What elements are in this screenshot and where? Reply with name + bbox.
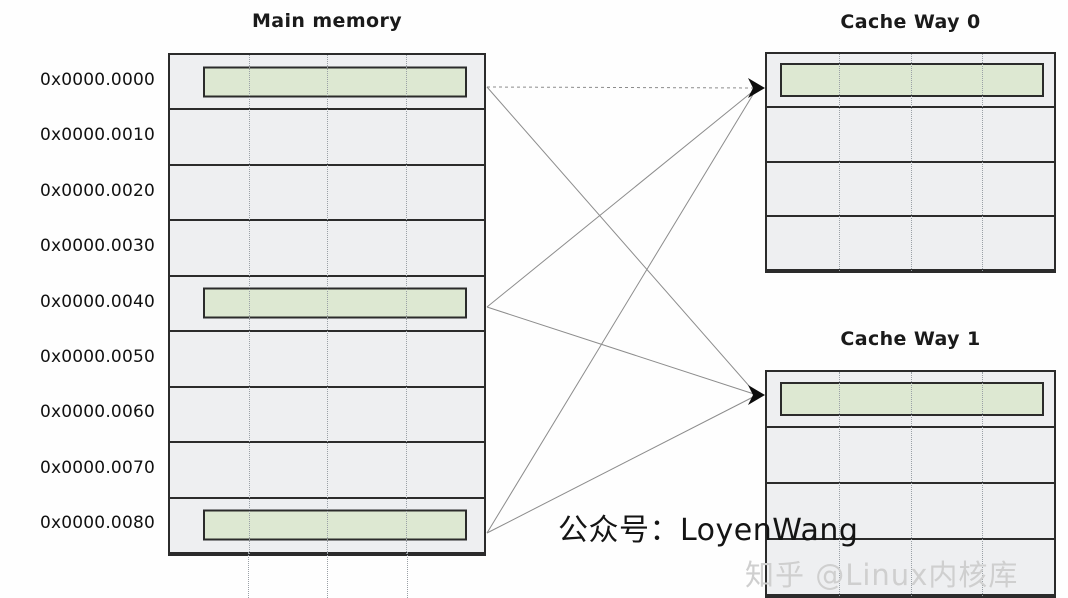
main-memory-row [170, 498, 484, 554]
address-label: 0x0000.0010 [39, 125, 155, 146]
main-memory-row [170, 443, 484, 499]
cache-way-0-title: Cache Way 0 [840, 11, 981, 33]
cache-way-0-table [765, 52, 1056, 273]
address-label: 0x0000.0030 [39, 236, 155, 257]
address-label: 0x0000.0080 [39, 513, 155, 534]
main-memory-cache-line-block [202, 66, 467, 98]
arrowhead-cache1 [748, 385, 765, 405]
address-label: 0x0000.0060 [39, 402, 155, 423]
address-label: 0x0000.0000 [39, 69, 155, 90]
main-memory-row [170, 165, 484, 222]
connector-mem0-to-cache0 [486, 86, 758, 89]
brand-watermark: 公众号：LoyenWang [558, 513, 859, 548]
main-memory-column-separator-extension [327, 552, 328, 598]
cache-way-0-cache-line-block [779, 63, 1044, 98]
cache-way-0-row [767, 216, 1054, 271]
site-watermark: 知乎 @Linux内核库 [745, 558, 1019, 592]
main-memory-cache-line-block [202, 287, 467, 319]
cache-way-0-row [767, 162, 1054, 217]
main-memory-row [170, 276, 484, 333]
connector-mem40-to-cache1 [486, 306, 758, 396]
main-memory-column-separator-extension [247, 552, 249, 598]
main-memory-row [170, 110, 484, 166]
cache-way-1-table [765, 370, 1056, 598]
main-memory-title: Main memory [251, 10, 403, 32]
main-memory-row [170, 332, 484, 388]
main-memory-row [170, 55, 484, 111]
connector-mem40-to-cache0 [486, 87, 758, 308]
address-label: 0x0000.0040 [39, 291, 155, 312]
connector-mem80-to-cache0 [486, 87, 758, 534]
arrowhead-cache0 [748, 78, 765, 98]
main-memory-row [170, 387, 484, 444]
cache-way-1-cache-line-block [779, 382, 1044, 416]
connector-mem0-to-cache1 [486, 86, 758, 396]
cache-way-1-row [767, 372, 1054, 428]
main-memory-row [170, 221, 484, 277]
main-memory-column-separator-extension [406, 552, 408, 598]
cache-way-1-row [767, 428, 1054, 484]
cache-way-1-title: Cache Way 1 [840, 328, 981, 350]
main-memory-table [168, 53, 486, 556]
cache-way-0-row [767, 54, 1054, 109]
main-memory-cache-line-block [202, 509, 467, 541]
address-label: 0x0000.0020 [39, 180, 155, 201]
address-label: 0x0000.0050 [39, 346, 155, 367]
cache-way-0-row [767, 108, 1054, 163]
address-label: 0x0000.0070 [39, 457, 155, 478]
